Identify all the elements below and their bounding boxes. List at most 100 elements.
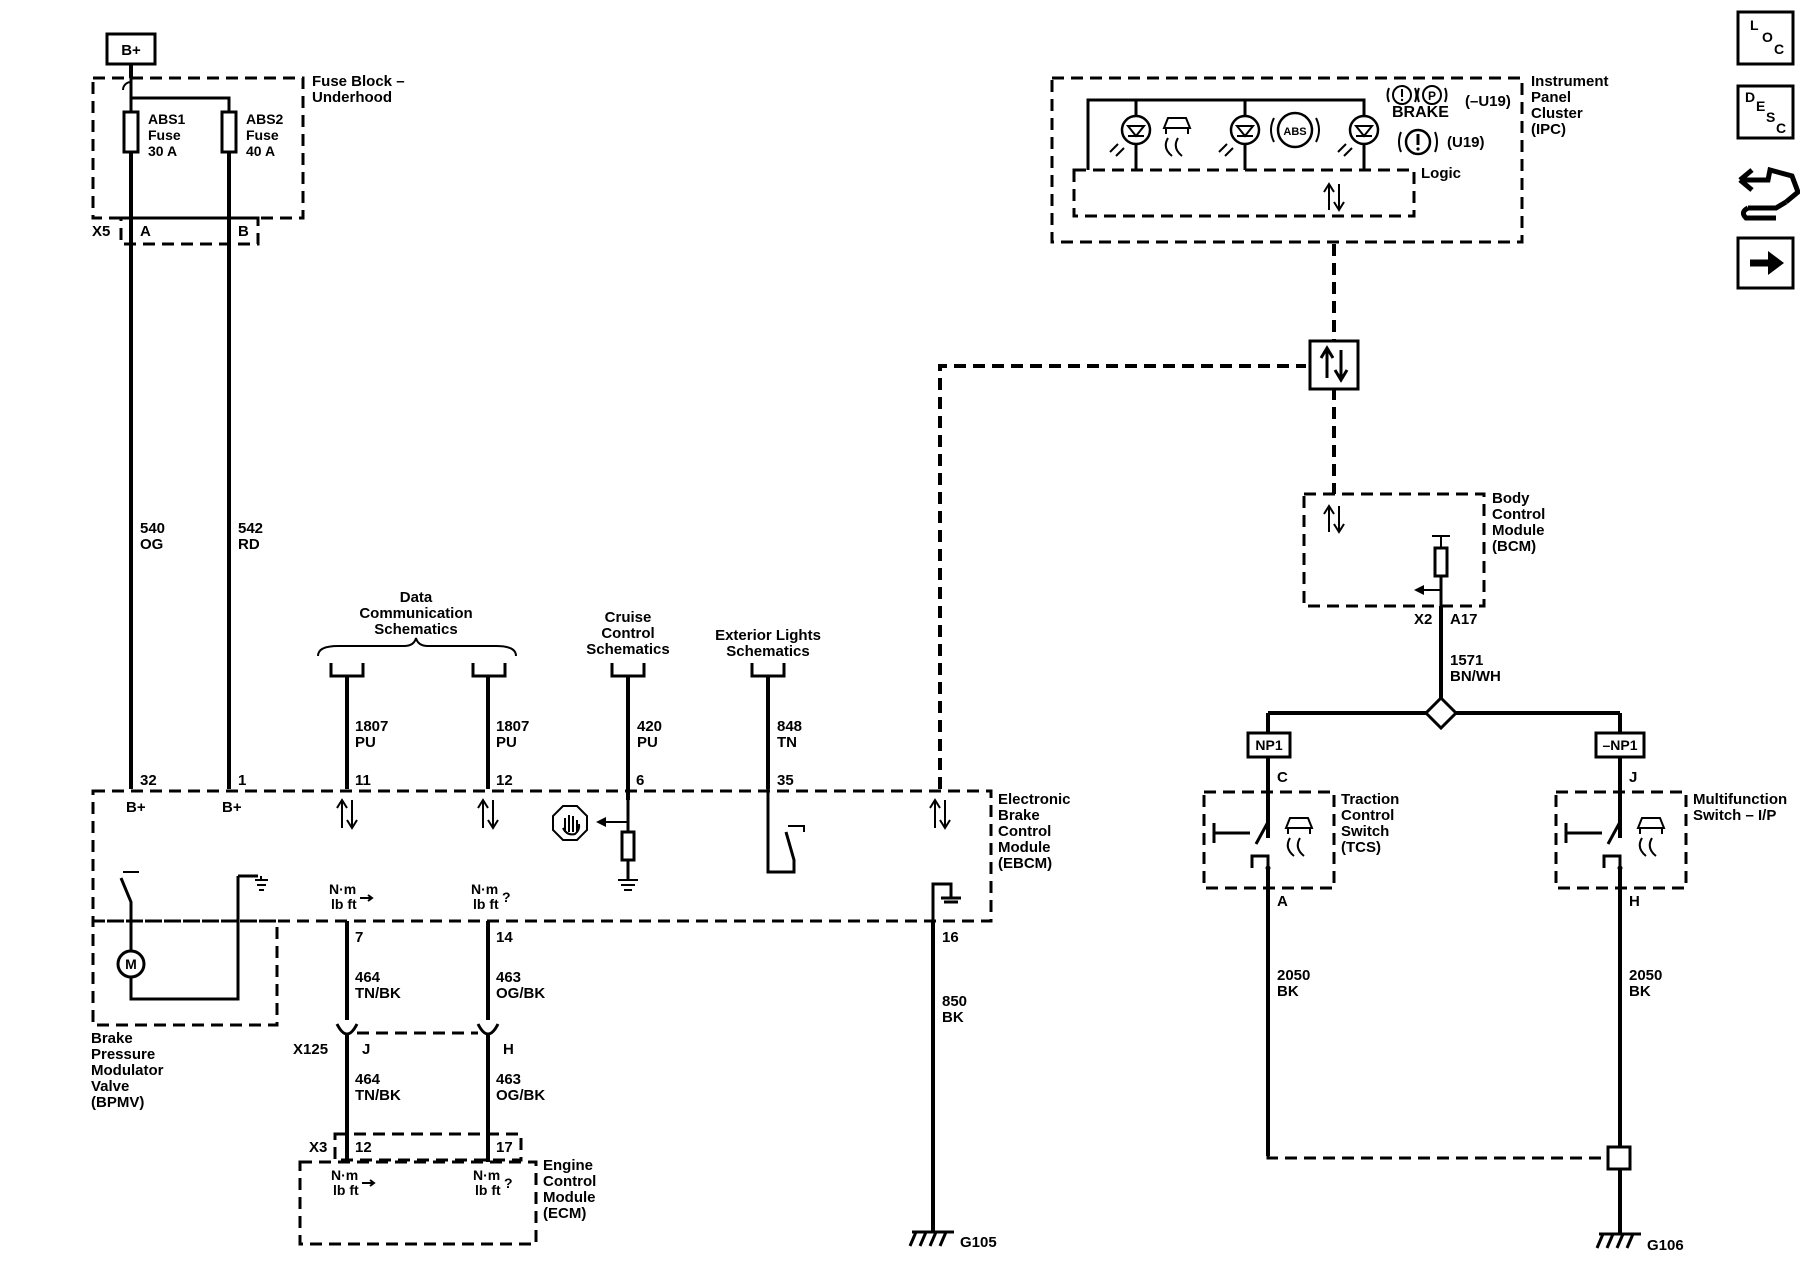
ecm-torque-top-2: N·m bbox=[473, 1167, 500, 1183]
ebcm-label-3: Control bbox=[998, 823, 1051, 840]
mfs-label-1: Multifunction bbox=[1693, 791, 1787, 808]
abs2-fuse-name: ABS2 bbox=[246, 111, 284, 127]
data-communication-reference[interactable]: Data Communication Schematics bbox=[317, 589, 517, 678]
cruise-ref-line-2: Control bbox=[601, 625, 654, 642]
wire-1571-color: BN/WH bbox=[1450, 668, 1501, 685]
brake-warning-u19-icon bbox=[1398, 128, 1438, 156]
ecm-label-4: (ECM) bbox=[543, 1205, 586, 1222]
loc-letter-1: L bbox=[1750, 17, 1759, 33]
ipc-label-1: Instrument bbox=[1531, 73, 1609, 90]
bcm-pin-a17: A17 bbox=[1450, 611, 1478, 628]
ebcm-pin-32: 32 bbox=[140, 772, 157, 789]
ground-g106-icon bbox=[1595, 1232, 1641, 1249]
ebcm-pin-11: 11 bbox=[355, 772, 371, 789]
wire-2050b-number: 2050 bbox=[1629, 967, 1662, 984]
exterior-ref-line-2: Schematics bbox=[726, 643, 809, 660]
motor-label: M bbox=[125, 956, 137, 972]
description-view-button[interactable]: D E S C bbox=[1736, 84, 1795, 140]
wire-2050a-number: 2050 bbox=[1277, 967, 1310, 984]
bcm-module: Body Control Module (BCM) X2 A17 bbox=[1302, 490, 1545, 640]
next-page-arrow-icon[interactable] bbox=[1736, 236, 1795, 290]
ebcm-pin-6: 6 bbox=[636, 772, 644, 789]
abs2-fuse: ABS2 Fuse 40 A bbox=[220, 110, 284, 159]
ipc-option-u19: (U19) bbox=[1447, 134, 1485, 151]
data-comm-ref-line-2: Communication bbox=[359, 605, 472, 622]
ebcm-bplus-2: B+ bbox=[222, 799, 242, 816]
x3-label: X3 bbox=[309, 1139, 327, 1156]
wire-2050a-color: BK bbox=[1277, 983, 1299, 1000]
tcs-label-1: Traction bbox=[1341, 791, 1399, 808]
wire-1807a-number: 1807 bbox=[355, 718, 388, 735]
bcm-label-3: Module bbox=[1492, 522, 1545, 539]
brake-switch-icon bbox=[766, 789, 805, 874]
fuse-block-label-2: Underhood bbox=[312, 89, 392, 106]
wire-1571-number: 1571 bbox=[1450, 652, 1483, 669]
mfs-label-2: Switch – I/P bbox=[1693, 807, 1776, 824]
wire-848-color: TN bbox=[777, 734, 797, 751]
bcm-label-1: Body bbox=[1492, 490, 1530, 507]
abs1-fuse-name: ABS1 bbox=[148, 111, 186, 127]
wire-464b-color: TN/BK bbox=[355, 1087, 401, 1104]
multifunction-switch[interactable]: J Multifunction Switch – I/P H bbox=[1554, 769, 1787, 910]
ebcm-label-2: Brake bbox=[998, 807, 1040, 824]
abs1-fuse-word: Fuse bbox=[148, 127, 181, 143]
x125-label: X125 bbox=[293, 1041, 328, 1058]
x125-pin-j: J bbox=[362, 1041, 370, 1058]
x5-pin-a: A bbox=[140, 223, 151, 240]
wire-420-number: 420 bbox=[637, 718, 662, 735]
wire-540-color: OG bbox=[140, 536, 163, 553]
bpmv-label-3: Modulator bbox=[91, 1062, 164, 1079]
data-comm-ref-line-3: Schematics bbox=[374, 621, 457, 638]
ecm-label-2: Control bbox=[543, 1173, 596, 1190]
abs-indicator-lamp-icon: ABS bbox=[1218, 100, 1320, 170]
loc-letter-2: O bbox=[1762, 29, 1773, 45]
ebcm-pin-12: 12 bbox=[496, 772, 513, 789]
traction-indicator-lamp-icon bbox=[1109, 100, 1192, 170]
wire-464b-number: 464 bbox=[355, 1071, 381, 1088]
abs1-fuse: ABS1 Fuse 30 A bbox=[122, 110, 186, 159]
ecm-question: ? bbox=[504, 1175, 513, 1191]
wire-464a-color: TN/BK bbox=[355, 985, 401, 1002]
location-view-button[interactable]: L O C bbox=[1736, 10, 1795, 66]
wire-542-color: RD bbox=[238, 536, 260, 553]
brake-indicator-lamp-icon bbox=[1337, 114, 1380, 157]
bpmv-label-1: Brake bbox=[91, 1030, 133, 1047]
bcm-label-4: (BCM) bbox=[1492, 538, 1536, 555]
mfs-option-minus-np1: –NP1 bbox=[1594, 731, 1646, 759]
tcs-option-label: NP1 bbox=[1255, 737, 1282, 753]
wire-848-number: 848 bbox=[777, 718, 802, 735]
exterior-lights-reference[interactable]: Exterior Lights Schematics bbox=[715, 627, 821, 678]
ground-splice bbox=[1606, 1145, 1632, 1171]
desc-letter-4: C bbox=[1776, 120, 1786, 136]
traction-control-switch[interactable]: C Traction Control Switch (TCS) A bbox=[1202, 769, 1399, 910]
wire-463b-number: 463 bbox=[496, 1071, 521, 1088]
ebcm-pin-7: 7 bbox=[355, 929, 363, 946]
ebcm-pin-35: 35 bbox=[777, 772, 794, 789]
ecm-module: X3 12 17 N·m lb ft N·m lb ft ? Engine Co… bbox=[298, 1132, 596, 1246]
fuse-block-label-1: Fuse Block – bbox=[312, 73, 405, 90]
connector-end-view-icon[interactable] bbox=[1738, 166, 1800, 221]
ebcm-label-1: Electronic bbox=[998, 791, 1071, 808]
wire-463a-number: 463 bbox=[496, 969, 521, 986]
bpmv-label-5: (BPMV) bbox=[91, 1094, 144, 1111]
fuse-block-underhood: Fuse Block – Underhood ABS1 Fuse 30 A AB… bbox=[91, 73, 405, 246]
wire-1807a-color: PU bbox=[355, 734, 376, 751]
tcs-pin-c: C bbox=[1277, 769, 1288, 786]
x5-connector-label: X5 bbox=[92, 223, 110, 240]
bpmv-valve: M Brake Pressure Modulator Valve (BPMV) bbox=[91, 919, 279, 1111]
mfs-pin-j: J bbox=[1629, 769, 1637, 786]
ebcm-label-4: Module bbox=[998, 839, 1051, 856]
bcm-label-2: Control bbox=[1492, 506, 1545, 523]
ebcm-pin-1: 1 bbox=[238, 772, 246, 789]
cruise-control-reference[interactable]: Cruise Control Schematics bbox=[586, 609, 670, 678]
serial-data-splice-icon bbox=[1308, 339, 1360, 391]
mfs-option-label: –NP1 bbox=[1602, 737, 1637, 753]
serial-data-line-ebcm bbox=[938, 364, 1306, 789]
wire-463b-color: OG/BK bbox=[496, 1087, 545, 1104]
cruise-switch-input-icon bbox=[552, 800, 638, 891]
ipc-label-2: Panel bbox=[1531, 89, 1571, 106]
abs-lamp-text: ABS bbox=[1283, 126, 1306, 138]
loc-letter-3: C bbox=[1774, 41, 1784, 57]
wire-463a-color: OG/BK bbox=[496, 985, 545, 1002]
